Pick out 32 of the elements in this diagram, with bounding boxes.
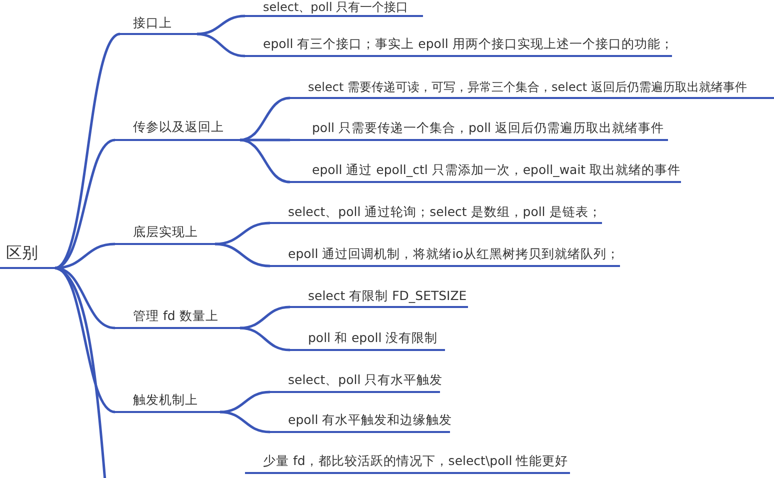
leaf-topic: select、poll 只有水平触发 <box>270 373 440 394</box>
branch-line <box>54 32 121 270</box>
leaf-topic: 少量 fd，都比较活跃的情况下，select\poll 性能更好 <box>245 454 570 474</box>
leaf-topic: epoll 有三个接口；事实上 epoll 用两个接口实现上述一个接口的功能； <box>245 37 672 58</box>
branch-line <box>54 266 116 414</box>
branch-line <box>214 242 270 268</box>
branch-topic: 接口上 <box>120 16 197 36</box>
leaf-topic: select 需要传递可读，可写，异常三个集合，select 返回后仍需遍历取出就绪事件 <box>290 80 774 100</box>
branch-line <box>196 32 246 58</box>
leaf-topic: poll 和 epoll 没有限制 <box>290 331 445 352</box>
branch-line <box>214 222 270 246</box>
branch-line <box>220 390 270 414</box>
branch-line <box>196 14 246 36</box>
root-topic: 区别 <box>0 244 55 270</box>
branch-topic: 传参以及返回上 <box>115 120 240 142</box>
branch-line <box>240 306 290 330</box>
leaf-topic: poll 只需要传递一个集合，poll 返回后仍需遍历取出就绪事件 <box>290 121 668 142</box>
branch-line <box>220 410 270 434</box>
leaf-topic: epoll 通过 epoll_ctl 只需添加一次，epoll_wait 取出就绪的事件 <box>290 163 681 184</box>
leaf-topic: epoll 有水平触发和边缘触发 <box>270 413 450 434</box>
branch-line <box>240 138 290 184</box>
branch-line <box>54 266 106 478</box>
leaf-topic: epoll 通过回调机制，将就绪io从红黑树拷贝到就绪队列； <box>270 247 620 268</box>
branch-line <box>240 96 290 142</box>
branch-line <box>240 326 290 352</box>
leaf-topic: select、poll 只有一个接口 <box>245 0 423 18</box>
branch-topic: 底层实现上 <box>115 225 215 246</box>
leaf-topic: select、poll 通过轮询；select 是数组，poll 是链表； <box>270 205 602 224</box>
branch-topic: 触发机制上 <box>115 393 220 414</box>
branch-line <box>54 138 116 270</box>
leaf-topic: select 有限制 FD_SETSIZE <box>290 289 468 308</box>
branch-topic: 管理 fd 数量上 <box>115 309 240 330</box>
